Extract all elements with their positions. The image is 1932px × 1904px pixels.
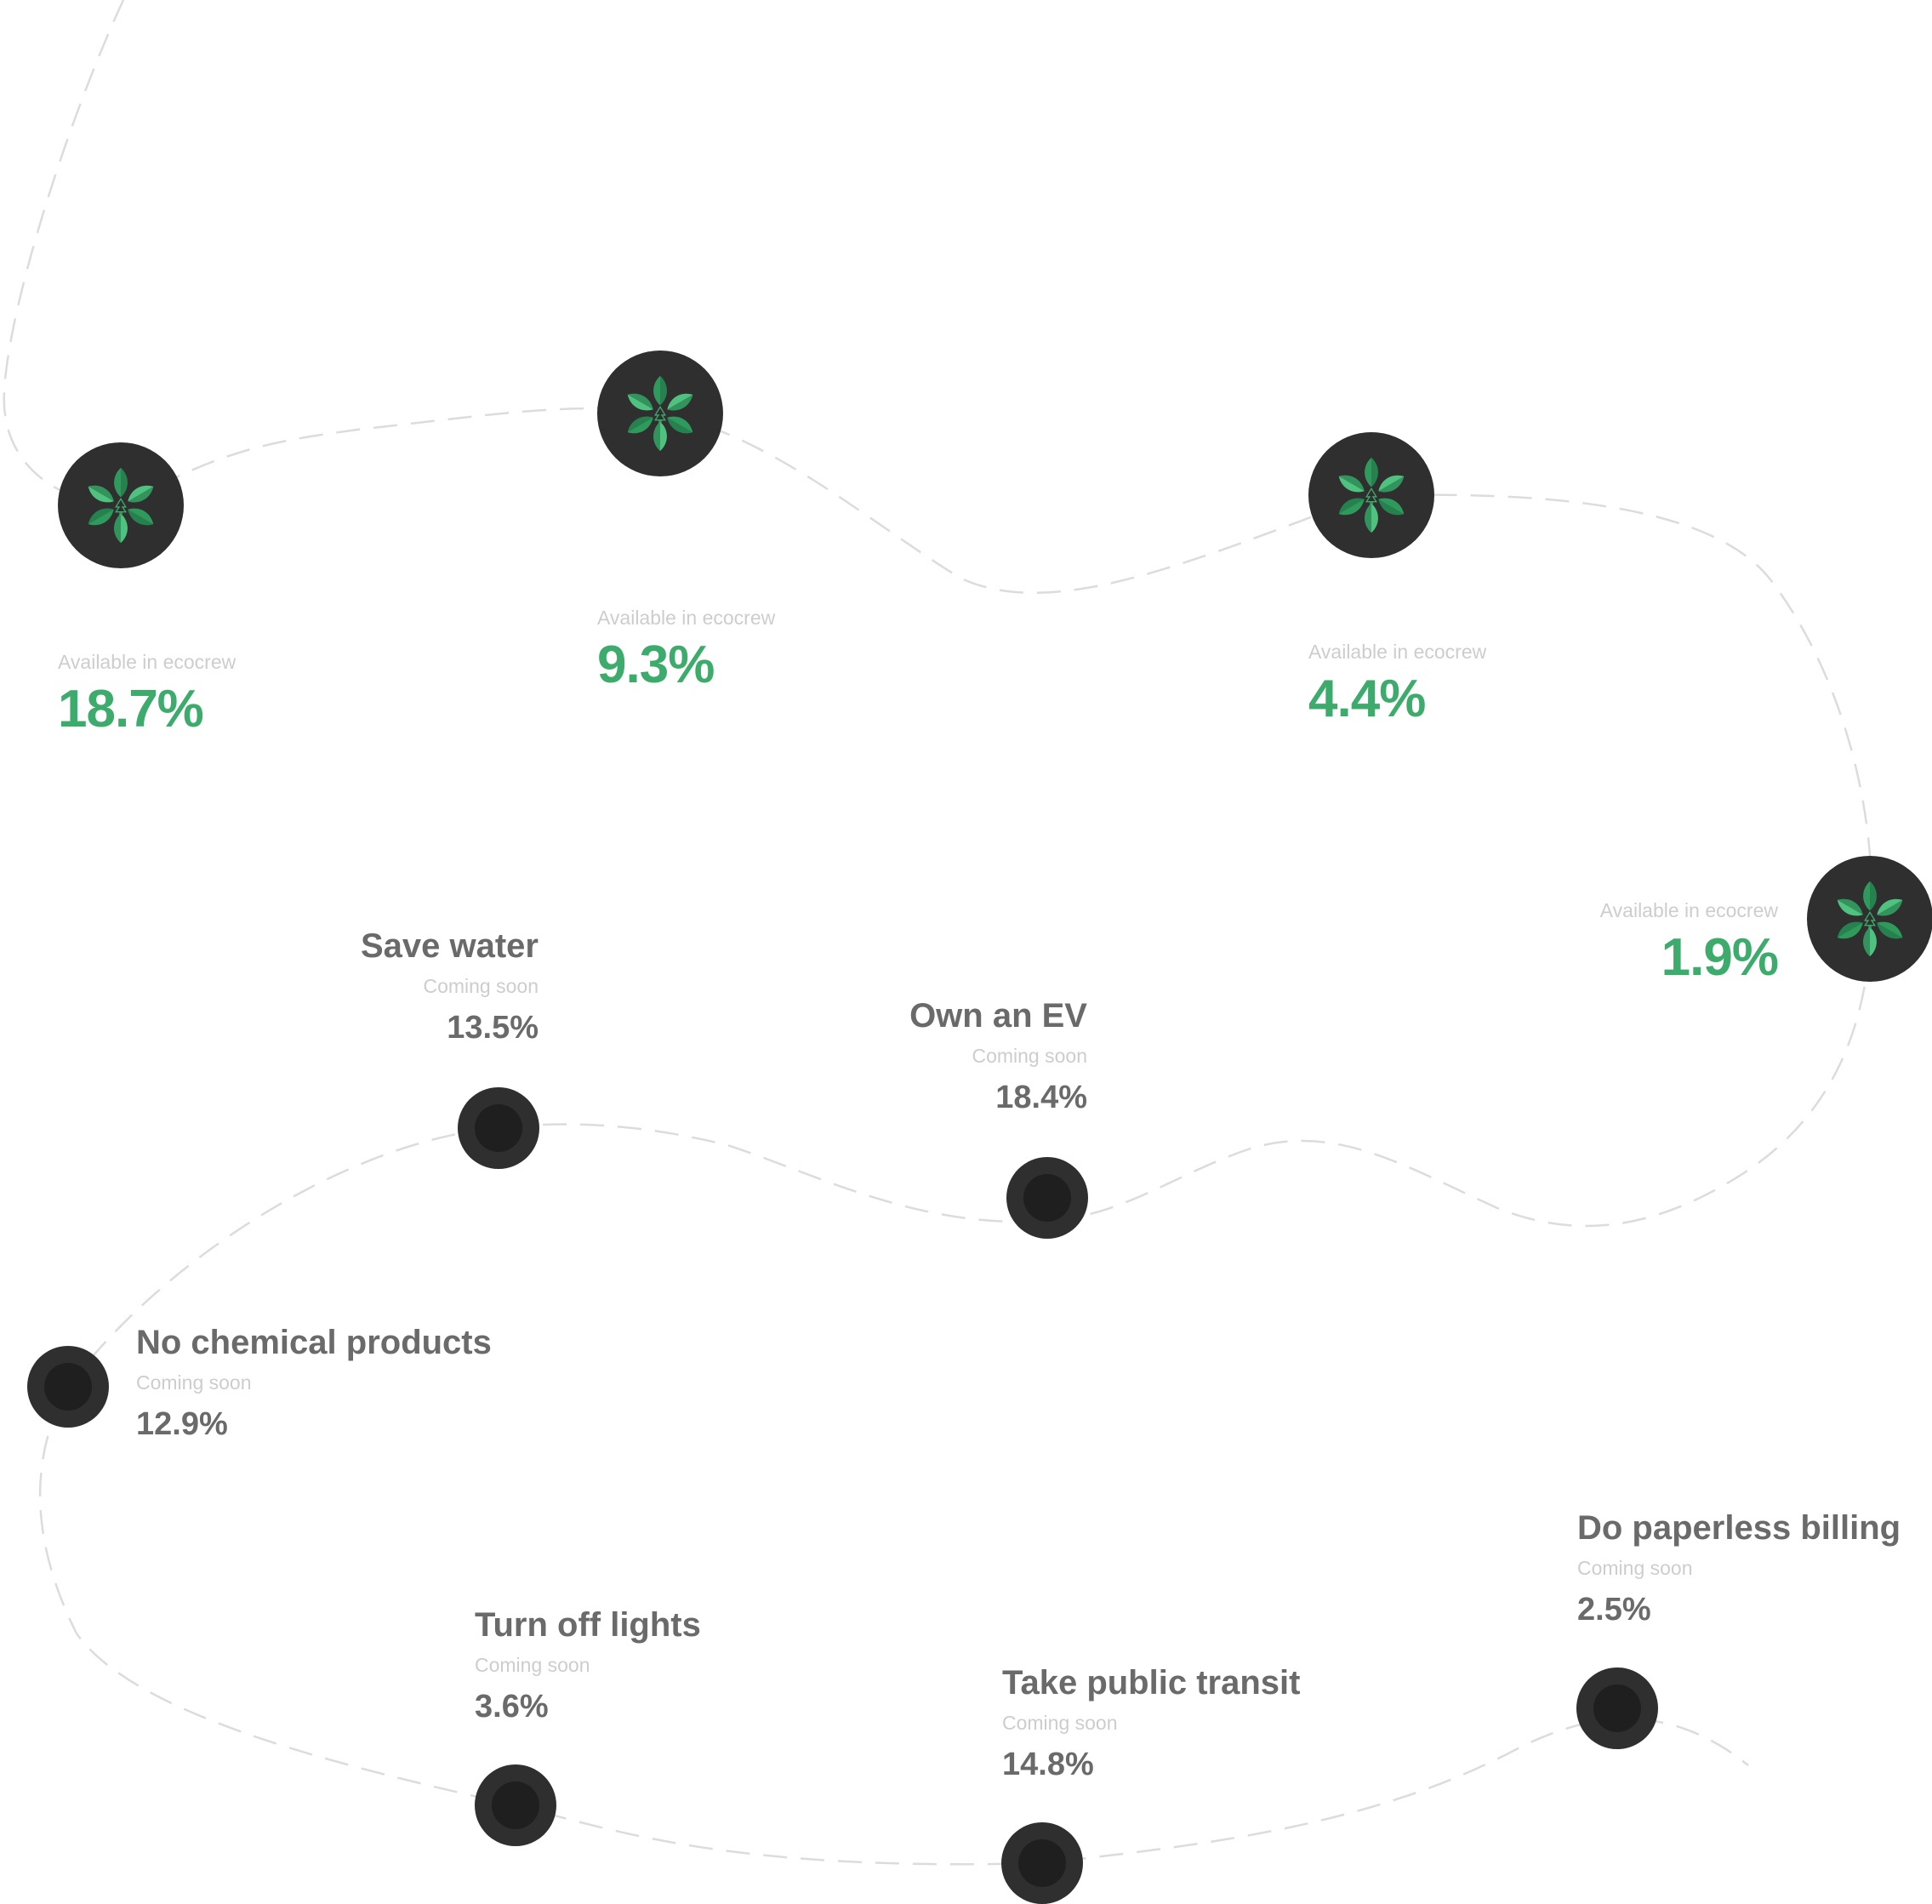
own-an-ev-label: Own an EV Coming soon 18.4% (909, 997, 1087, 1116)
item-title: Take public transit (1002, 1664, 1301, 1702)
leaf-shade (660, 375, 667, 406)
leaf-shade (627, 416, 653, 433)
no-chemical-products-label: No chemical products Coming soon 12.9% (136, 1324, 492, 1443)
tree-mark (653, 406, 667, 425)
leaf-flower-icon (1837, 881, 1903, 957)
ecocrew-node-1[interactable] (58, 442, 184, 568)
leaf-petal (1877, 921, 1903, 939)
ecocrew-label-1: Available in ecocrew 18.7% (58, 651, 236, 739)
leaf-flower-icon (1338, 457, 1405, 533)
coming-soon-status: Coming soon (475, 1654, 590, 1676)
item-title: Own an EV (909, 997, 1087, 1035)
no-chemical-products-node[interactable] (27, 1346, 109, 1428)
leaf-shade (627, 393, 653, 410)
node-core (1593, 1685, 1641, 1732)
turn-off-lights-node[interactable] (475, 1764, 556, 1846)
leaf-shade (88, 508, 114, 525)
leaf-shade (88, 485, 114, 502)
percentage-value: 4.4% (1308, 670, 1426, 728)
leaf-shade (667, 417, 693, 434)
percentage-value: 2.5% (1577, 1592, 1651, 1628)
ecocrew-label-4: Available in ecocrew 1.9% (1599, 899, 1779, 988)
take-public-transit-node[interactable] (1001, 1822, 1083, 1904)
leaf-shade (653, 421, 660, 452)
leaf-shade (1371, 457, 1378, 487)
coming-soon-status: Coming soon (1002, 1712, 1118, 1734)
leaf-petal (627, 416, 653, 434)
leaf-shade (667, 394, 693, 411)
item-title: No chemical products (136, 1324, 492, 1361)
tree-mark (1365, 487, 1378, 506)
save-water-node[interactable] (458, 1087, 539, 1169)
node-core (475, 1104, 522, 1152)
leaf-shade (128, 486, 154, 503)
ecocrew-label-3: Available in ecocrew 4.4% (1308, 641, 1486, 729)
leaf-petal (128, 485, 154, 503)
item-title: Save water (360, 927, 539, 965)
percentage-value: 18.7% (58, 680, 204, 738)
ecocrew-node-4[interactable] (1807, 856, 1932, 982)
percentage-value: 9.3% (597, 636, 715, 694)
leaf-shade (114, 513, 121, 544)
node-core (1023, 1174, 1071, 1222)
leaf-petal (88, 508, 114, 526)
leaf-shade (1338, 498, 1365, 515)
leaf-shade (1870, 881, 1877, 911)
leaf-petal (1837, 898, 1863, 916)
availability-status: Available in ecocrew (1308, 641, 1487, 663)
leaf-shade (1338, 475, 1365, 492)
coming-soon-status: Coming soon (136, 1371, 252, 1394)
leaf-shade (1378, 476, 1405, 493)
ecocrew-node-2[interactable] (597, 351, 723, 476)
leaf-shade (128, 509, 154, 526)
leaf-shade (1837, 898, 1863, 915)
percentage-value: 14.8% (1002, 1747, 1094, 1782)
availability-status: Available in ecocrew (1599, 899, 1778, 921)
node-core (44, 1363, 92, 1411)
coming-soon-status: Coming soon (423, 975, 539, 997)
do-paperless-billing-label: Do paperless billing Coming soon 2.5% (1577, 1509, 1901, 1628)
do-paperless-billing-node[interactable] (1576, 1667, 1658, 1749)
leaf-shade (1365, 503, 1371, 533)
availability-status: Available in ecocrew (58, 651, 237, 673)
coming-soon-status: Coming soon (1577, 1557, 1693, 1579)
leaf-petal (1338, 475, 1365, 493)
leaf-shade (1863, 926, 1870, 957)
tree-mark (114, 498, 128, 516)
item-title: Do paperless billing (1577, 1509, 1901, 1547)
leaf-petal (667, 393, 693, 411)
percentage-value: 18.4% (995, 1080, 1087, 1115)
leaf-shade (1378, 499, 1405, 516)
save-water-label: Save water Coming soon 13.5% (361, 927, 539, 1046)
node-core (1018, 1839, 1066, 1887)
leaf-shade (1877, 922, 1903, 939)
percentage-value: 12.9% (136, 1406, 228, 1442)
percentage-value: 1.9% (1661, 928, 1779, 987)
ecocrew-label-2: Available in ecocrew 9.3% (597, 607, 775, 695)
node-core (492, 1781, 539, 1829)
coming-soon-status: Coming soon (972, 1045, 1087, 1067)
percentage-value: 13.5% (447, 1010, 539, 1046)
leaf-shade (1837, 921, 1863, 938)
item-title: Turn off lights (475, 1606, 701, 1644)
availability-status: Available in ecocrew (597, 607, 776, 629)
leaf-petal (1378, 498, 1405, 516)
take-public-transit-label: Take public transit Coming soon 14.8% (1002, 1664, 1300, 1783)
tree-mark (1863, 911, 1877, 930)
leaf-shade (1877, 899, 1903, 916)
percentage-value: 3.6% (475, 1689, 549, 1724)
leaf-flower-icon (627, 375, 693, 452)
turn-off-lights-label: Turn off lights Coming soon 3.6% (475, 1606, 701, 1725)
ecocrew-node-3[interactable] (1308, 432, 1434, 558)
own-an-ev-node[interactable] (1006, 1157, 1088, 1239)
leaf-flower-icon (88, 467, 154, 544)
leaf-shade (121, 467, 128, 498)
